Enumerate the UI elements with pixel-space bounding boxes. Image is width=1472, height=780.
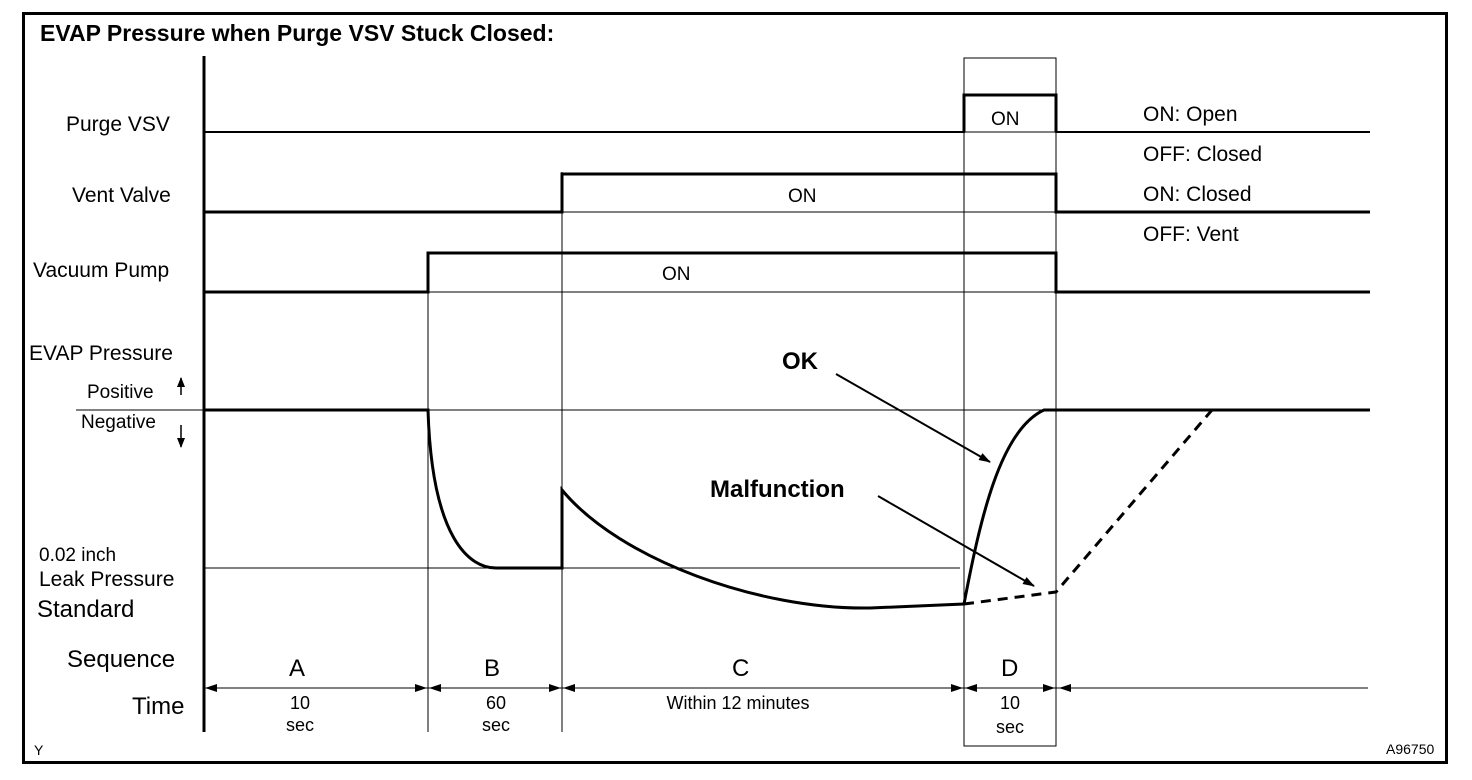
positive-label: Positive <box>87 382 154 403</box>
vent-legend-on: ON: Closed <box>1143 183 1252 206</box>
negative-label: Negative <box>81 412 156 433</box>
diagram-title: EVAP Pressure when Purge VSV Stuck Close… <box>40 20 555 46</box>
ok-arrow <box>835 373 991 463</box>
vent-valve-signal <box>204 172 1370 214</box>
purge-legend-off: OFF: Closed <box>1143 143 1263 166</box>
corner-mark: Y <box>34 742 44 758</box>
step-d-time2: sec <box>995 717 1024 737</box>
leak-label-line2: Leak Pressure <box>39 568 175 591</box>
ok-label: OK <box>782 348 818 375</box>
step-c-time1: Within 12 minutes <box>666 693 810 713</box>
step-b-time2: sec <box>481 715 510 735</box>
malfunction-curve <box>963 409 1214 606</box>
leak-label-line3: Standard <box>37 596 135 623</box>
step-a-time2: sec <box>285 715 314 735</box>
time-label: Time <box>132 693 185 720</box>
step-a-name: A <box>289 655 306 682</box>
step-d-name: D <box>1001 655 1019 682</box>
purge-vsv-label: Purge VSV <box>66 113 170 136</box>
malfunction-label: Malfunction <box>710 476 845 503</box>
vent-valve-label: Vent Valve <box>72 184 171 207</box>
diagram-frame <box>22 12 1448 764</box>
vent-valve-on: ON <box>788 186 817 207</box>
sequence-label: Sequence <box>67 646 176 673</box>
step-c-name: C <box>732 655 750 682</box>
evap-pressure-label: EVAP Pressure <box>29 342 173 365</box>
vacuum-pump-signal <box>204 251 1370 294</box>
step-b-time1: 60 <box>485 693 507 713</box>
ok-curve <box>962 408 1370 605</box>
step-a-time1: 10 <box>289 693 311 713</box>
step-b-name: B <box>484 655 501 682</box>
purge-legend-on: ON: Open <box>1143 103 1238 126</box>
purge-vsv-on: ON <box>991 109 1020 130</box>
vent-legend-off: OFF: Vent <box>1143 223 1239 246</box>
pressure-curve <box>204 408 965 610</box>
phase-d-box <box>963 57 1057 747</box>
malfunction-arrow <box>877 495 1035 587</box>
figure-id: A96750 <box>1386 741 1435 757</box>
step-d-time1: 10 <box>999 693 1021 713</box>
leak-label-line1: 0.02 inch <box>39 545 117 566</box>
vacuum-pump-on: ON <box>662 264 691 285</box>
vacuum-pump-label: Vacuum Pump <box>33 259 170 282</box>
